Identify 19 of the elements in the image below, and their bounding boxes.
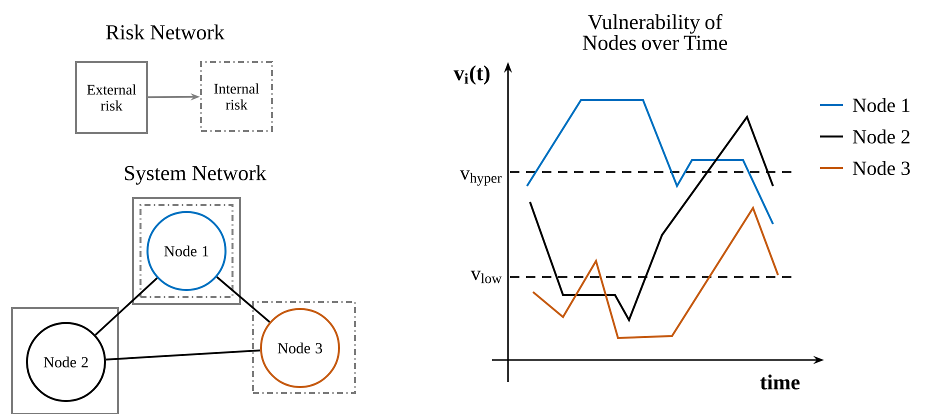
connector-line bbox=[94, 277, 158, 336]
axis-label: time bbox=[760, 374, 800, 390]
axis-label: v$_{i}$(t) bbox=[454, 65, 490, 85]
threshold-label: v$_{hyper}$ bbox=[460, 170, 502, 186]
connector-line bbox=[216, 276, 270, 323]
heading: System Network bbox=[125, 165, 266, 185]
risk-box: Internal risk bbox=[200, 61, 273, 132]
chart-title: Vulnerability of Nodes over Time bbox=[582, 14, 728, 50]
heading: Risk Network bbox=[106, 24, 225, 40]
legend-label: Node 1 bbox=[852, 98, 910, 112]
node-frame bbox=[252, 301, 356, 394]
legend-label: Node 3 bbox=[852, 160, 910, 176]
threshold-label: v$_{low}$ bbox=[470, 270, 502, 284]
node-frame bbox=[11, 307, 119, 414]
node-frame bbox=[140, 204, 234, 298]
node-frame bbox=[132, 197, 241, 305]
risk-box: External risk bbox=[75, 61, 148, 134]
connector-line bbox=[106, 349, 260, 361]
legend-label: Node 2 bbox=[852, 129, 910, 144]
